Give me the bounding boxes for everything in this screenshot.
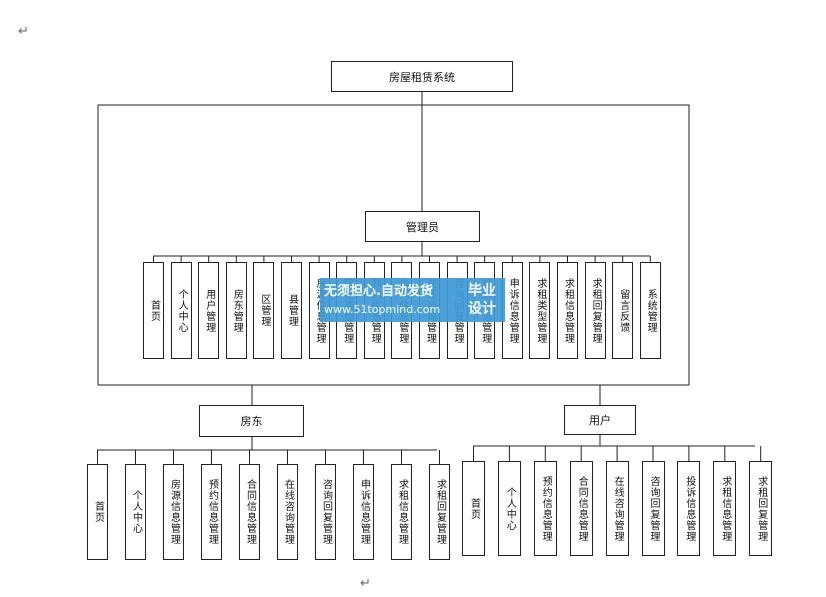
landlord-item-8: 求租信息管理 <box>391 464 412 560</box>
admin-item-label: 申诉信息管理 <box>507 277 519 344</box>
root-node: 房屋租赁系统 <box>331 61 513 92</box>
landlord-item-label: 合同信息管理 <box>244 479 256 545</box>
landlord-item-label: 个人中心 <box>130 490 142 534</box>
admin-item-2: 用户管理 <box>198 262 220 359</box>
landlord-item-2: 房源信息管理 <box>163 464 184 560</box>
admin-item-17: 留言反馈 <box>612 262 634 359</box>
admin-item-label: 区管理 <box>258 294 270 327</box>
admin-label: 管理员 <box>406 220 439 234</box>
return-mark-top: ↵ <box>18 24 29 39</box>
admin-item-label: 求租信息管理 <box>562 277 574 344</box>
landlord-item-4: 合同信息管理 <box>239 464 260 560</box>
admin-item-14: 求租类型管理 <box>529 262 551 359</box>
user-item-8: 求租回复管理 <box>749 461 773 556</box>
landlord-item-7: 申诉信息管理 <box>353 464 374 560</box>
watermark-line1: 无须担心.自动发货 <box>324 283 433 299</box>
admin-item-0: 首页 <box>143 262 164 359</box>
user-item-label: 预约信息管理 <box>540 475 552 542</box>
landlord-item-0: 首页 <box>87 464 108 560</box>
user-item-label: 个人中心 <box>504 486 516 531</box>
landlord-item-label: 在线咨询管理 <box>282 479 294 545</box>
landlord-item-label: 求租回复管理 <box>434 479 446 545</box>
admin-item-label: 首页 <box>148 299 160 322</box>
return-mark-bottom: ↵ <box>360 576 371 591</box>
landlord-item-6: 咨询回复管理 <box>315 464 336 560</box>
user-item-label: 求租回复管理 <box>755 475 767 542</box>
admin-item-label: 房东管理 <box>231 288 243 333</box>
watermark-badge: 毕业设计 <box>468 283 496 317</box>
landlord-item-3: 预约信息管理 <box>201 464 222 560</box>
user-item-label: 求租信息管理 <box>719 475 731 542</box>
landlord-item-label: 预约信息管理 <box>206 479 218 545</box>
landlord-item-5: 在线咨询管理 <box>277 464 298 560</box>
admin-item-label: 留言反馈 <box>617 288 629 333</box>
user-item-label: 在线咨询管理 <box>612 475 624 542</box>
user-item-label: 投诉信息管理 <box>683 475 695 542</box>
admin-item-label: 县管理 <box>286 294 298 327</box>
admin-item-label: 个人中心 <box>176 288 188 333</box>
landlord-item-label: 首页 <box>92 501 104 523</box>
landlord-item-label: 房源信息管理 <box>168 479 180 545</box>
user-item-7: 求租信息管理 <box>713 461 737 556</box>
root-label: 房屋租赁系统 <box>389 70 455 84</box>
admin-item-label: 用户管理 <box>203 288 215 333</box>
user-item-6: 投诉信息管理 <box>677 461 701 556</box>
admin-node: 管理员 <box>365 211 480 242</box>
user-item-label: 合同信息管理 <box>576 475 588 542</box>
user-item-4: 在线咨询管理 <box>605 461 629 556</box>
admin-item-1: 个人中心 <box>170 262 192 359</box>
admin-item-label: 系统管理 <box>645 288 657 333</box>
user-node: 用户 <box>564 405 636 435</box>
user-item-2: 预约信息管理 <box>533 461 557 556</box>
user-label: 用户 <box>589 414 611 427</box>
user-item-label: 咨询回复管理 <box>648 475 659 542</box>
landlord-node: 房东 <box>199 405 304 437</box>
user-item-0: 首页 <box>462 461 485 556</box>
admin-item-15: 求租信息管理 <box>557 262 578 359</box>
landlord-item-1: 个人中心 <box>125 464 146 560</box>
watermark-banner: 无须担心.自动发货 www.51topmind.com 毕业设计 <box>320 278 505 322</box>
landlord-label: 房东 <box>240 415 263 428</box>
admin-item-3: 房东管理 <box>225 262 247 359</box>
admin-item-18: 系统管理 <box>639 262 661 359</box>
user-item-3: 合同信息管理 <box>569 461 593 556</box>
landlord-item-label: 求租信息管理 <box>396 479 408 545</box>
watermark-line2: www.51topmind.com <box>324 302 441 316</box>
landlord-item-9: 求租回复管理 <box>429 464 450 560</box>
admin-item-5: 县管理 <box>281 262 302 359</box>
admin-item-4: 区管理 <box>253 262 275 359</box>
user-item-5: 咨询回复管理 <box>641 461 665 556</box>
admin-item-label: 求租类型管理 <box>534 277 546 344</box>
user-item-label: 首页 <box>468 497 480 520</box>
user-item-1: 个人中心 <box>497 461 521 556</box>
landlord-item-label: 咨询回复管理 <box>320 479 332 545</box>
landlord-item-label: 申诉信息管理 <box>358 479 370 545</box>
admin-item-label: 求租回复管理 <box>590 277 602 344</box>
admin-item-16: 求租回复管理 <box>584 262 606 359</box>
admin-item-label: 房源信息管理 <box>314 278 325 344</box>
